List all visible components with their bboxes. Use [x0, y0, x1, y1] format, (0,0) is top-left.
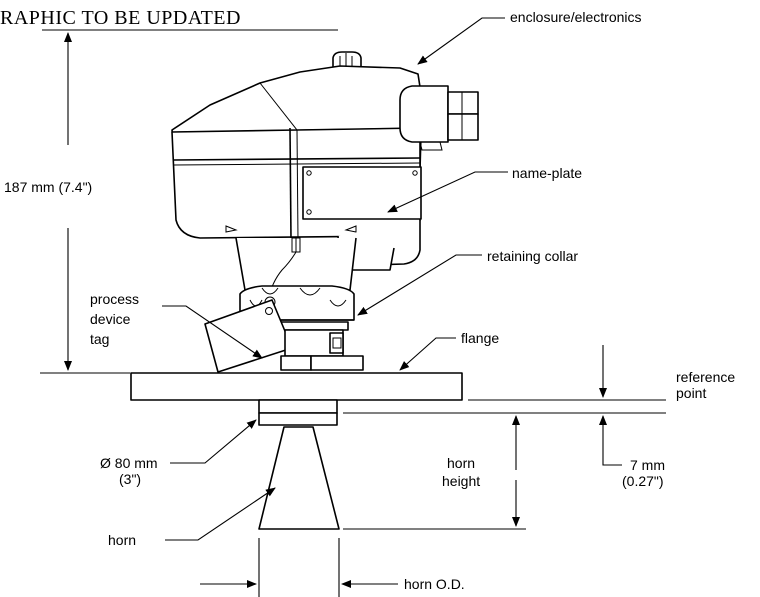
label-reference-line2: point: [676, 385, 706, 401]
horn: [258, 426, 340, 530]
label-process-line2: device: [90, 311, 131, 327]
device-drawing: [130, 51, 479, 530]
header-text: RAPHIC TO BE UPDATED: [0, 7, 241, 29]
label-process-line1: process: [90, 291, 139, 307]
label-enclosure-electronics: enclosure/electronics: [510, 9, 642, 25]
horn-height-dimension: [343, 415, 526, 530]
label-retaining-collar: retaining collar: [487, 248, 578, 264]
horn-collar: [258, 399, 338, 426]
coupling-body: [280, 329, 364, 371]
label-reference-line1: reference: [676, 369, 735, 385]
label-horn-height-line2: height: [442, 473, 480, 489]
label-name-plate: name-plate: [512, 165, 582, 181]
reference-point-dimension: [343, 345, 666, 466]
label-ref-offset-line1: 7 mm: [630, 457, 665, 473]
label-diameter-line2: (3"): [119, 471, 141, 487]
leader-lines: [162, 17, 508, 541]
flange: [130, 372, 463, 401]
overall-height-label: 187 mm (7.4"): [4, 179, 92, 195]
name-plate: [302, 166, 422, 220]
horn-od-dimension: [200, 538, 398, 597]
label-diameter-line1: Ø 80 mm: [100, 455, 158, 471]
label-flange: flange: [461, 330, 499, 346]
label-ref-offset-line2: (0.27"): [622, 473, 664, 489]
label-horn-height-line1: horn: [447, 455, 475, 471]
label-process-line3: tag: [90, 331, 109, 347]
overall-height-dimension: [40, 29, 338, 374]
label-horn: horn: [108, 532, 136, 548]
label-horn-od: horn O.D.: [404, 576, 465, 592]
